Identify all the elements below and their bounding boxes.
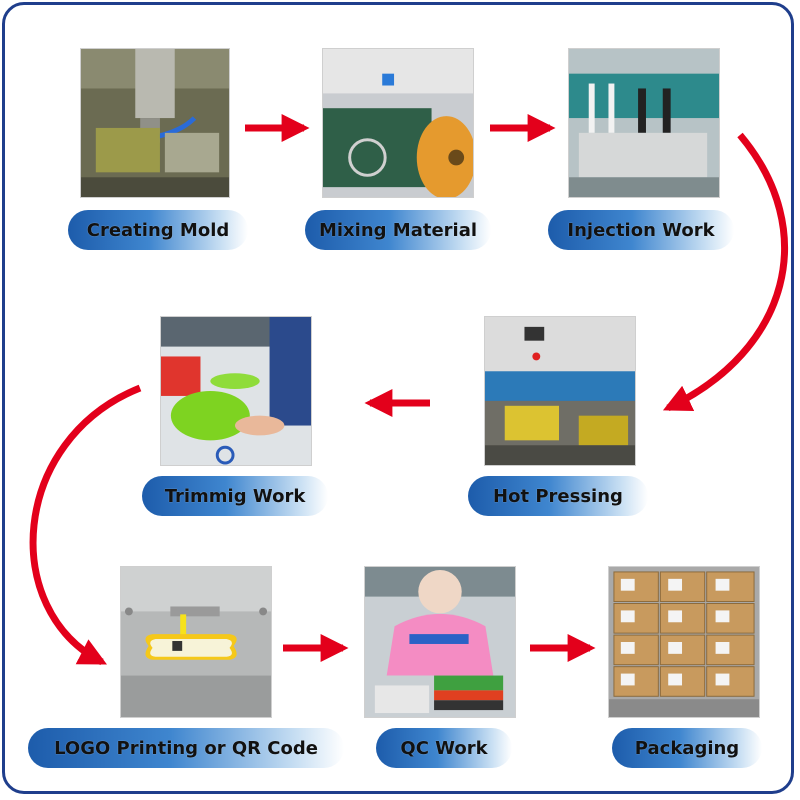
step-4-photo — [484, 316, 636, 466]
step-7-photo — [364, 566, 516, 718]
step-4-label: Hot Pressing — [468, 476, 648, 516]
step-2-photo — [322, 48, 474, 198]
step-2-label: Mixing Material — [305, 210, 491, 250]
step-3-photo — [568, 48, 720, 198]
step-3-label: Injection Work — [548, 210, 734, 250]
step-6-photo — [120, 566, 272, 718]
step-8-label: Packaging — [612, 728, 762, 768]
step-1-label: Creating Mold — [68, 210, 248, 250]
step-5-photo — [160, 316, 312, 466]
step-5-label: Trimmig Work — [142, 476, 328, 516]
step-7-label: QC Work — [376, 728, 512, 768]
step-8-photo — [608, 566, 760, 718]
step-6-label: LOGO Printing or QR Code — [28, 728, 344, 768]
step-1-photo — [80, 48, 230, 198]
